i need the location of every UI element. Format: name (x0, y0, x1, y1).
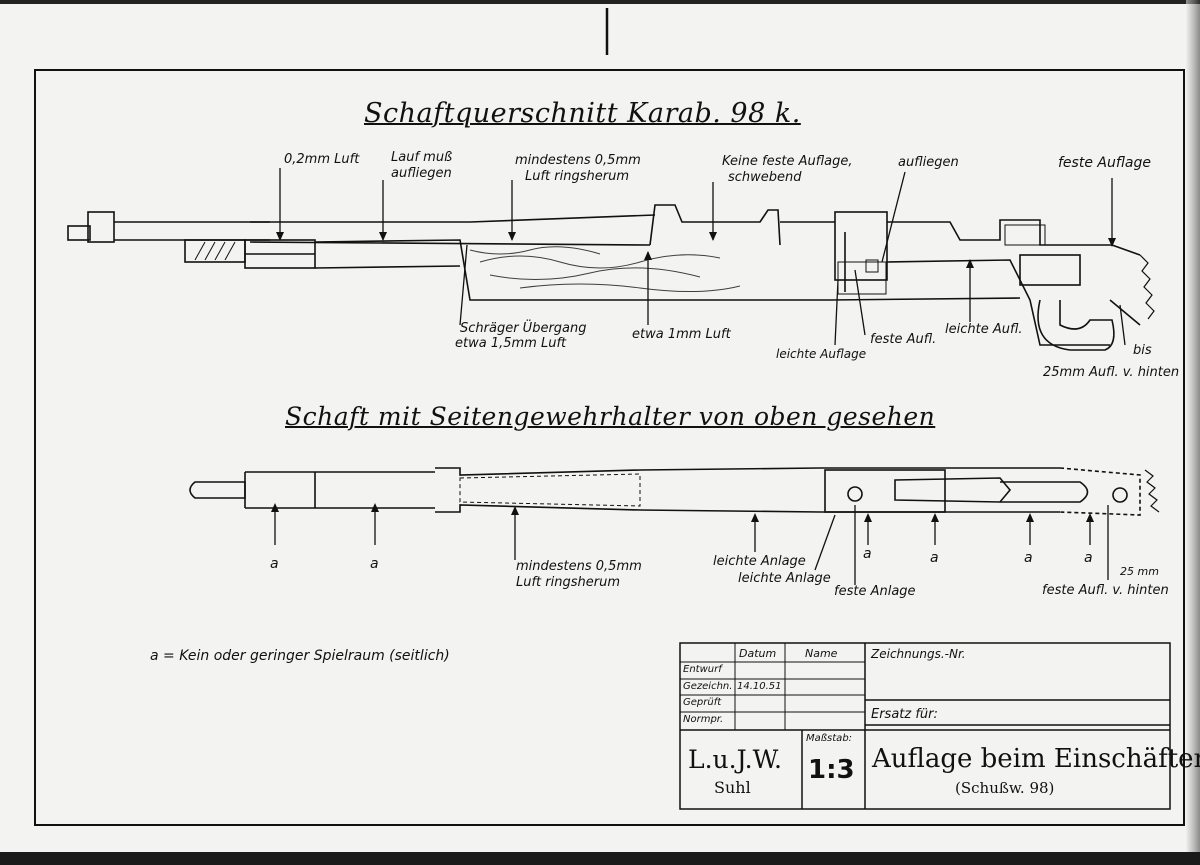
label-a: a (930, 550, 939, 566)
legend-text: a = Kein oder geringer Spielraum (seitli… (150, 648, 450, 664)
label-top-min-05-2: Luft ringsherum (516, 575, 620, 590)
label-rest-on: aufliegen (898, 155, 959, 170)
label-top-min-05-1: mindestens 0,5mm (516, 559, 642, 574)
label-air-02: 0,2mm Luft (284, 152, 360, 167)
label-a: a (863, 546, 872, 562)
label-fixed-short: feste Aufl. (870, 332, 937, 347)
label-25mm: 25 mm (1120, 565, 1159, 578)
tb-company: L.u.J.W. (688, 745, 782, 774)
label-a: a (1024, 550, 1033, 566)
label-no-fixed-1: Keine feste Auflage, (722, 154, 853, 169)
label-fixed-contact: feste Anlage (834, 584, 916, 599)
tb-subject: Auflage beim Einschäften (872, 744, 1200, 774)
label-bis: bis (1133, 343, 1152, 358)
scan-edge (0, 852, 1200, 865)
tb-scale: 1:3 (808, 755, 855, 785)
label-a: a (370, 556, 379, 572)
label-fixed-rest: feste Auflage (1058, 155, 1151, 171)
label-fixed-rear: feste Aufl. v. hinten (1042, 583, 1169, 598)
label-min-05-1: mindestens 0,5mm (515, 153, 641, 168)
label-rear-25: 25mm Aufl. v. hinten (1043, 365, 1180, 380)
tb-scale-label: Maßstab: (806, 733, 853, 744)
section-view-title: Schaftquerschnitt Karab. 98 k. (364, 98, 801, 129)
label-barrel-rest-2: aufliegen (391, 166, 452, 181)
tb-replaces-label: Ersatz für: (871, 707, 938, 722)
label-min-05-2: Luft ringsherum (525, 169, 629, 184)
label-sloped-1: Schräger Übergang (460, 321, 587, 336)
label-light-contact-1: leichte Anlage (713, 554, 806, 569)
label-barrel-rest-1: Lauf muß (391, 150, 453, 165)
tb-row-entwurf: Entwurf (683, 664, 722, 675)
tb-city: Suhl (714, 778, 751, 797)
label-light-rest: leichte Auflage (776, 347, 867, 361)
label-light-contact-2: leichte Anlage (738, 571, 831, 586)
label-a: a (270, 556, 279, 572)
tb-drawing-no-label: Zeichnungs.-Nr. (871, 647, 966, 661)
tb-subject-sub: (Schußw. 98) (955, 779, 1055, 797)
tb-drawn-date: 14.10.51 (737, 681, 782, 692)
top-view-title: Schaft mit Seitengewehrhalter von oben g… (285, 402, 936, 431)
scan-edge (0, 0, 1200, 4)
label-a: a (1084, 550, 1093, 566)
label-air-1mm: etwa 1mm Luft (632, 327, 731, 342)
label-no-fixed-2: schwebend (728, 170, 802, 185)
tb-row-normpr: Normpr. (683, 714, 724, 725)
label-light-short: leichte Aufl. (945, 322, 1023, 337)
label-sloped-2: etwa 1,5mm Luft (455, 336, 567, 351)
tb-row-geprueft: Geprüft (683, 697, 722, 708)
tb-row-gezeichnet: Gezeichn. (683, 681, 733, 692)
tb-col-date: Datum (739, 647, 777, 660)
tb-col-name: Name (805, 647, 838, 660)
drawing-border (34, 69, 1185, 826)
scan-edge (1186, 0, 1200, 865)
